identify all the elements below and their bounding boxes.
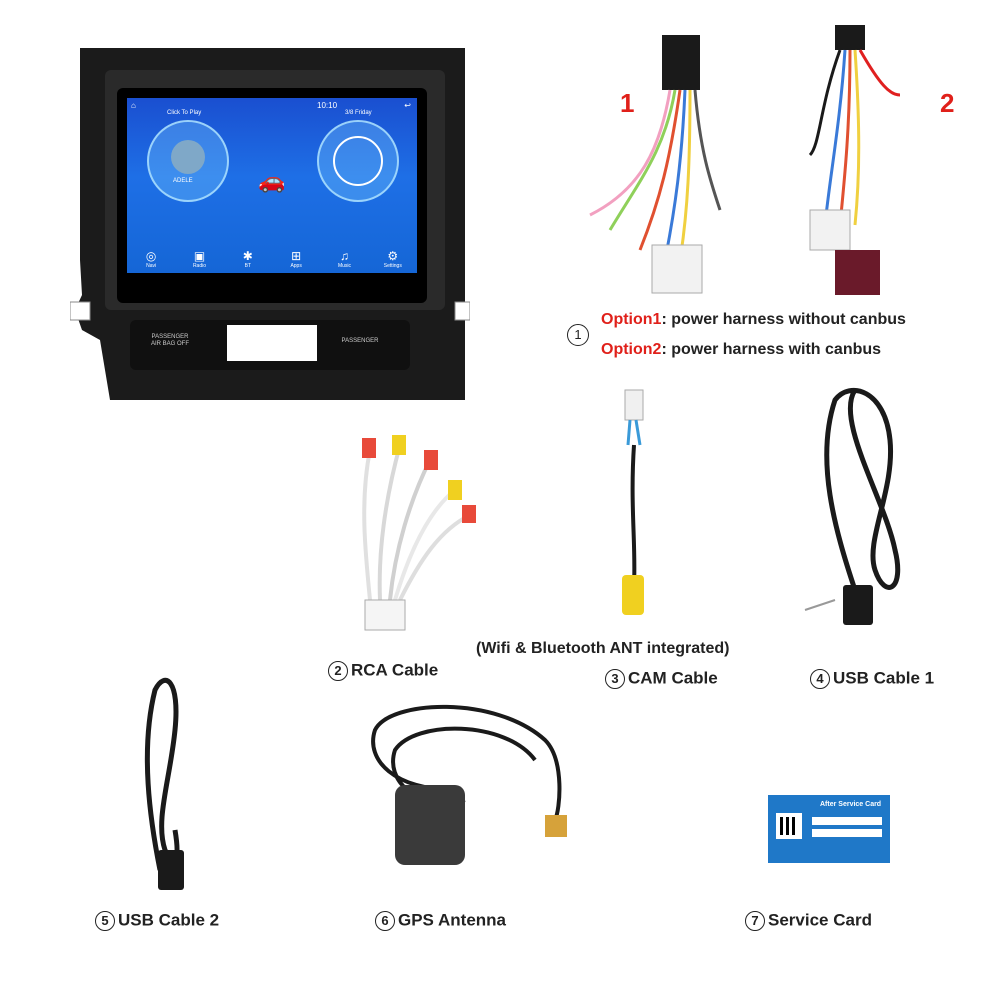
bluetooth-icon: ✱ [242,249,253,263]
dock-item-settings[interactable]: ⚙Settings [373,249,413,269]
usb-cable-2-image [144,677,184,890]
apps-icon: ⊞ [291,249,302,263]
option1-text: : power harness without canbus [661,311,906,328]
gps-antenna-image [371,704,567,865]
status-bar: ⌂ 10:10 ↩ [131,101,411,110]
card-label: Service Card [768,910,872,930]
usb-cable-1-image [804,388,901,625]
harness-number-1: 1 [620,88,635,118]
card-number: 7 [745,910,765,931]
gps-label: GPS Antenna [398,910,506,930]
car-icon: 🚗 [258,168,286,193]
settings-icon: ⚙ [387,249,399,263]
option1-key: Option1 [601,311,662,328]
antenna-note: (Wifi & Bluetooth ANT integrated) [476,640,730,657]
rca-label: RCA Cable [351,660,439,680]
dock: ◎Navi ▣Radio ✱BT ⊞Apps ♫Music ⚙Settings [127,249,417,269]
clock-widget[interactable] [317,120,399,202]
dock-label: Settings [383,263,402,269]
clock-face-icon [333,136,383,186]
rca-cable-image [362,435,476,631]
display: ⌂ 10:10 ↩ ADELE Click To Play 3/8 Friday… [127,98,417,273]
album-art [171,140,205,174]
harness-number-2: 2 [940,88,955,118]
usb1-number: 4 [810,668,830,689]
dock-item-bt[interactable]: ✱BT [228,249,268,269]
cam-label: CAM Cable [628,668,718,688]
option1-line: Option1: power harness without canbus [601,311,906,329]
usb2-number: 5 [95,910,115,931]
dock-label: BT [244,263,251,269]
option2-text: : power harness with canbus [661,341,882,358]
dock-item-radio[interactable]: ▣Radio [179,249,219,269]
dock-label: Navi [146,263,157,269]
dock-item-music[interactable]: ♫Music [324,249,364,269]
click-to-play-label: Click To Play [167,110,202,116]
dock-item-apps[interactable]: ⊞Apps [276,249,316,269]
usb2-label: USB Cable 2 [118,910,220,930]
date-label: 3/8 Friday [345,110,372,116]
dock-item-navi[interactable]: ◎Navi [131,249,171,269]
passenger-label: PASSENGER [341,338,379,344]
dock-label: Apps [290,263,302,269]
radio-icon: ▣ [193,249,206,263]
option2-line: Option2: power harness with canbus [601,341,881,359]
rca-number: 2 [328,660,348,681]
music-icon: ♫ [339,249,349,263]
head-unit-image: ⌂ 10:10 ↩ ADELE Click To Play 3/8 Friday… [70,40,470,400]
card-line [812,817,882,825]
gps-number: 6 [375,910,395,931]
dock-label: Music [337,263,351,269]
time-label: 10:10 [317,101,338,110]
navi-icon: ◎ [145,249,157,263]
album-artist: ADELE [173,178,193,184]
airbag-label: PASSENGER AIR BAG OFF [150,334,189,347]
option2-key: Option2 [601,341,662,358]
screen-bezel: ⌂ 10:10 ↩ ADELE Click To Play 3/8 Friday… [117,88,427,303]
usb1-label: USB Cable 1 [833,668,935,688]
service-card-image: After Service Card [768,795,890,863]
card-line [812,829,882,837]
marker-circle: 1 [567,324,589,346]
dock-label: Radio [192,263,207,269]
harness-marker: 1 [567,324,592,346]
power-harness-1-image [589,35,722,294]
qr-code-icon [776,813,802,839]
cam-cable-image [622,389,644,615]
power-harness-2-image [808,25,901,295]
service-card-title: After Service Card [820,801,882,808]
cam-number: 3 [605,668,625,689]
music-widget[interactable]: ADELE [147,120,229,202]
